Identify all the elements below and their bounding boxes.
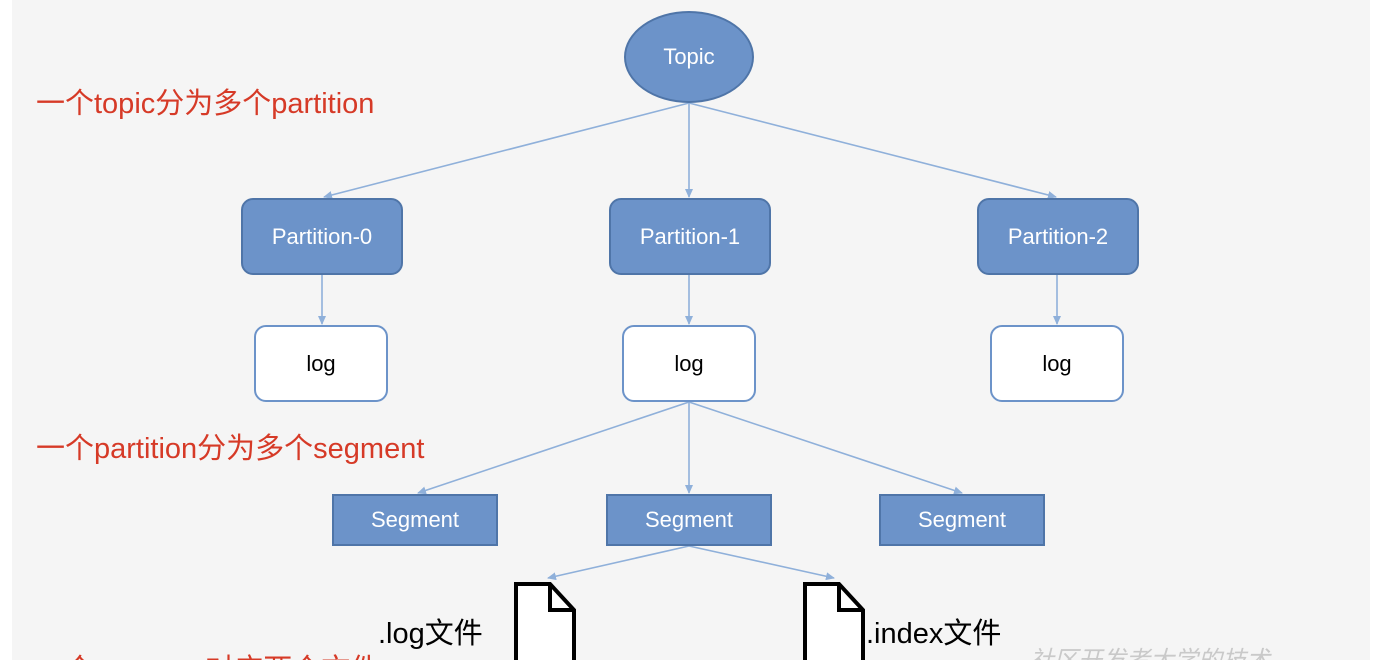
edge-topic-partition-2 <box>688 102 1057 199</box>
edge-log-segment-0 <box>417 401 690 495</box>
segment-0-node: Segment <box>332 494 498 546</box>
partition-2-node: Partition-2 <box>977 198 1139 275</box>
log-file-label: .log文件 <box>378 618 483 650</box>
edge-segment-log-file <box>547 545 690 581</box>
topic-label: Topic <box>663 44 715 69</box>
partition-0-log-label: log <box>306 350 336 376</box>
partition-2-label: Partition-2 <box>1007 223 1109 249</box>
index-file-icon <box>803 582 865 660</box>
partition-2-log-node: log <box>990 325 1124 402</box>
partition-0-log-node: log <box>254 325 388 402</box>
partition-2-log-label: log <box>1042 350 1072 376</box>
edge-log-segment-2 <box>688 401 963 495</box>
partition-1-log-label: log <box>674 350 704 376</box>
partition-0-node: Partition-0 <box>241 198 403 275</box>
partition-annotation: 一个partition分为多个segment <box>36 433 425 465</box>
partition-1-label: Partition-1 <box>639 223 741 249</box>
watermark-text: 社区开发者大学的技术 <box>1030 640 1270 660</box>
segment-0-label: Segment <box>370 507 460 532</box>
index-file-label: .index文件 <box>866 618 1002 650</box>
edge-segment-index-file <box>688 545 835 581</box>
log-file-icon <box>514 582 576 660</box>
topic-annotation: 一个topic分为多个partition <box>36 88 375 120</box>
segment-annotation: 一个segment对应两个文件 <box>36 646 379 660</box>
partition-0-label: Partition-0 <box>271 223 373 249</box>
segment-1-node: Segment <box>606 494 772 546</box>
segment-2-node: Segment <box>879 494 1045 546</box>
segment-2-label: Segment <box>917 507 1007 532</box>
partition-1-log-node: log <box>622 325 756 402</box>
partition-1-node: Partition-1 <box>609 198 771 275</box>
edge-topic-partition-0 <box>323 102 690 199</box>
segment-1-label: Segment <box>644 507 734 532</box>
topic-node: Topic <box>624 11 754 103</box>
